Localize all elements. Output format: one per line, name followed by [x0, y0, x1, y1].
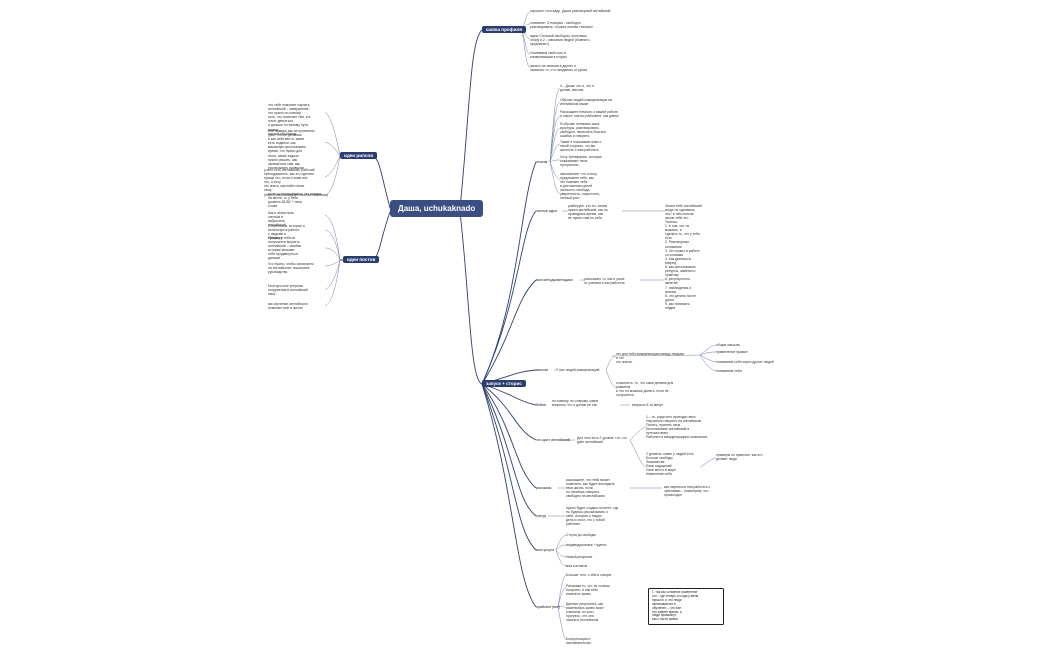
egoism-item: 4 – Даша: кто я, что я делаю, миссия	[560, 84, 594, 93]
sub-services[interactable]: мои услуги	[536, 548, 555, 552]
pricing-item: Консультация и наставничество	[566, 637, 591, 646]
posts-item: Почему у тебя не получается выучить англ…	[268, 236, 302, 261]
edge-root-posts	[372, 211, 391, 261]
mission-right-item: понимание себя через других людей	[716, 360, 774, 364]
egoism-item: Расскажите немного о вашей работе и опыт…	[560, 110, 619, 119]
trend-detail: нужно будет создать контент: где ты буде…	[566, 506, 619, 527]
posts-item: Стереотипы, которые я использую в работе…	[268, 224, 305, 241]
services-item: С нуля до свободы	[566, 533, 596, 537]
sub-clean-ideas[interactable]: чистые идеи	[536, 209, 558, 213]
fight-detail-2: вопросы 5-ти минут	[632, 403, 664, 407]
egoism-item: личности: свобода, уверенность, открытос…	[560, 188, 601, 201]
mission-right-item: понимание себя	[716, 369, 742, 373]
posts-item: как изучение английского помогает мне в …	[268, 302, 309, 311]
egoism-item: Обучаю людей коммуникации на английском …	[560, 98, 612, 107]
clean-ideas-detail: разберусь: кто ты, зачем нужен английски…	[568, 204, 608, 221]
sub-trend[interactable]: тренд	[536, 514, 546, 518]
mission-detail: У нас людей коммуникаций	[556, 368, 600, 372]
stories-detail: расскажите, что тебя может поменять, как…	[566, 478, 615, 499]
english-gives-detail-2: 1 – то, ради чего приходит весь Научитьс…	[646, 415, 708, 440]
services-item: мои контакты	[566, 564, 588, 568]
reels-item: Вся правда: как не провалить урок, что т…	[268, 129, 315, 170]
branch-posts[interactable]: идеи постов	[343, 256, 380, 263]
edge-root-profile	[459, 29, 483, 209]
services-item: Новый результат	[566, 555, 593, 559]
edge-root-stories	[459, 211, 483, 385]
mission-detail-2: это для тебя коммуникации между людьми и…	[616, 352, 684, 365]
reels-item: если ты переживаешь что стоишь на месте,…	[268, 192, 322, 209]
profile-item: идея: Сильный свободно, получишь опору и…	[530, 34, 591, 47]
branch-profile[interactable]: шапка профиля	[482, 26, 527, 33]
sub-mission[interactable]: миссия	[536, 368, 549, 372]
pricing-note-box: 1. так как основное изменение это – где …	[648, 588, 724, 626]
pricing-item: Больше того, о чём я говорю	[566, 573, 612, 577]
posts-item: Что нужно, чтобы заговорить на английско…	[268, 262, 314, 275]
root-node[interactable]: Даша, uchukaknado	[390, 200, 484, 217]
services-item: индивидуальные / группы	[566, 543, 607, 547]
profile-item: хорошее стоп-кадр. Даша разговорный англ…	[530, 9, 611, 13]
pricing-item: Расскажи то, что ты хочешь получить, и к…	[566, 584, 610, 597]
egoism-item: заключение: что я могу предложить тебе, …	[560, 172, 597, 189]
branch-stories[interactable]: запуск + сторис	[482, 380, 526, 387]
fight-detail: по-новому: по-старому, какие вопросы, чт…	[552, 399, 599, 408]
mission-right-item: общие смыслы	[716, 343, 740, 347]
branch-reels[interactable]: идеи рилсов	[340, 152, 378, 159]
english-gives-right: примеры по практике, как это делают люди	[716, 453, 763, 462]
sub-methods[interactable]: мои методы/методики	[536, 278, 573, 282]
sub-stories[interactable]: рассказы	[536, 486, 552, 490]
stories-detail-2: как научиться тем работать с чувствами –…	[664, 485, 711, 498]
clean-ideas-detail-2: Зачем тебе английский: когда ты сделаешь…	[665, 204, 703, 221]
reels-item: что тебе помогает изучать английский – з…	[268, 103, 311, 136]
egoism-item: Также я показываю язык с такой стороны, …	[560, 140, 602, 153]
profile-item: Усиливаем свой путь в коммуникации в сто…	[530, 51, 567, 60]
english-gives-detail-3: 2 уровень: какие у людей есть Больше сво…	[646, 452, 694, 477]
egoism-item: Хочу тренируюсь, которые показывают твою…	[560, 155, 602, 168]
methods-detail: рассказать то, как я ушла от ученика и к…	[584, 277, 625, 286]
mission-detail-3: сложность: то, что сами делаем для разви…	[616, 381, 674, 398]
mission-right-item: применение правил	[716, 350, 748, 354]
sub-pricing[interactable]: прайсинг (все)	[536, 605, 561, 609]
methods-detail-2: Помочь: 1. в том, что ты можешь, и сдела…	[665, 220, 700, 310]
profile-item: запись на занятия в директ и написать то…	[530, 64, 588, 73]
reels-item: у кого есть английский, рабочий преподав…	[264, 168, 328, 197]
sub-egoism[interactable]: эгоизм	[536, 160, 548, 164]
posts-item: Как я перестала злиться и забросила англ…	[268, 211, 294, 228]
edge-root-reels	[372, 155, 391, 209]
sub-fight[interactable]: бойня	[536, 403, 546, 407]
egoism-item: Я обучаю понимать язык культуры, разгова…	[560, 122, 607, 139]
posts-item: Мои простые ритуалы погружения в английс…	[268, 284, 308, 297]
pricing-item: Данные результата, как изменилась жизнь …	[566, 602, 604, 623]
sub-english-gives[interactable]: что даст английский	[536, 438, 570, 442]
profile-item: описание: Отговорки - свободно разговари…	[530, 21, 594, 30]
english-gives-detail: Для чего есть 2 уровня: тот, что даёт ан…	[577, 436, 627, 445]
